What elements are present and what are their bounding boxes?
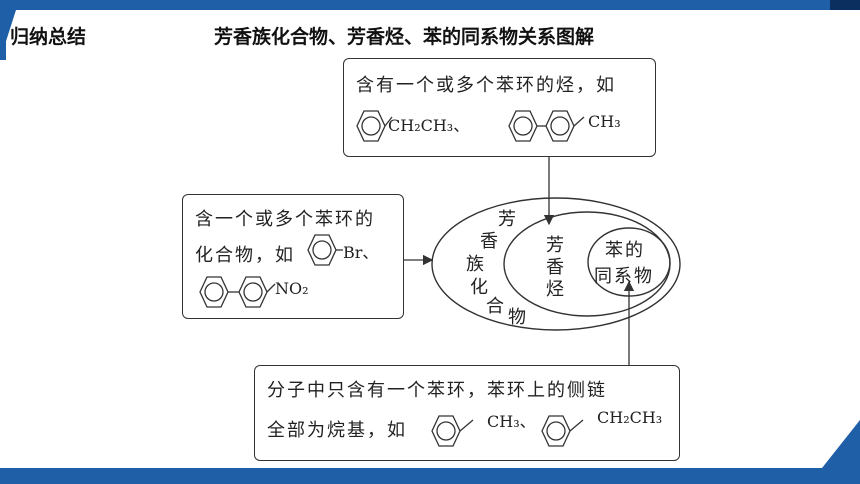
benzene-homologs-label-line1: 苯的	[605, 240, 645, 261]
top-accent-bar-dark	[830, 0, 860, 10]
ethyl-substituent: CH₂CH₃	[597, 408, 663, 427]
aromatic-hydrocarbon-definition-box: 含有一个或多个苯环的烃，如 CH₂CH₃、 CH₃	[343, 58, 656, 157]
top-left-corner-decoration	[0, 10, 16, 60]
toluene-ring-icon	[431, 415, 474, 447]
aromatic-compounds-label-char-5: 合	[486, 296, 504, 317]
aromatic-compounds-label-char-1: 芳	[498, 209, 516, 230]
aromatic-compounds-label-char-4: 化	[470, 277, 488, 298]
bromo-substituent: Br、	[343, 243, 379, 262]
bottom-right-corner-decoration	[822, 420, 860, 468]
methyl-substituent: CH₃、	[487, 412, 536, 431]
benzene-homolog-definition-box: 分子中只含有一个苯环，苯环上的侧链 全部为烷基，如 CH₃、 CH₂CH₃	[254, 365, 680, 461]
aromatic-hydrocarbon-definition-text: 含有一个或多个苯环的烃，如	[356, 75, 616, 96]
benzene-homologs-label-line2: 同系物	[594, 266, 654, 287]
aromatic-compounds-label-char-6: 物	[508, 307, 526, 328]
aromatic-compound-definition-box: 含一个或多个苯环的 化合物，如 Br、 NO₂	[182, 194, 404, 319]
ethylbenzene-ring-icon	[541, 415, 584, 447]
aromatic-compound-definition-line2: 化合物，如	[195, 245, 295, 266]
benzene-homolog-definition-line1: 分子中只含有一个苯环，苯环上的侧链	[267, 380, 607, 401]
aromatic-hydrocarbons-label-line2: 香	[546, 257, 564, 278]
biphenyl-ring-icon	[508, 110, 585, 142]
bottom-accent-bar	[0, 468, 860, 484]
aromatic-compounds-label-char-2: 香	[480, 231, 498, 252]
nitro-substituent: NO₂	[275, 279, 309, 298]
aromatic-hydrocarbons-label-line3: 烃	[546, 279, 564, 300]
top-accent-bar	[0, 0, 860, 10]
benzene-homolog-definition-line2: 全部为烷基，如	[267, 420, 407, 441]
aromatic-compound-definition-line1: 含一个或多个苯环的	[195, 209, 375, 230]
aromatic-hydrocarbons-label-line1: 芳	[546, 235, 564, 256]
section-label: 归纳总结	[10, 26, 87, 48]
bromobenzene-ring-icon	[307, 234, 343, 266]
benzene-ring-icon	[356, 110, 393, 142]
methylbiphenyl-substituent: CH₃	[588, 112, 621, 131]
aromatic-compounds-label-char-3: 族	[466, 254, 484, 275]
page-title: 芳香族化合物、芳香烃、苯的同系物关系图解	[214, 26, 595, 48]
ethylbenzene-substituent: CH₂CH₃、	[388, 116, 470, 135]
nitrobiphenyl-ring-icon	[199, 276, 276, 308]
